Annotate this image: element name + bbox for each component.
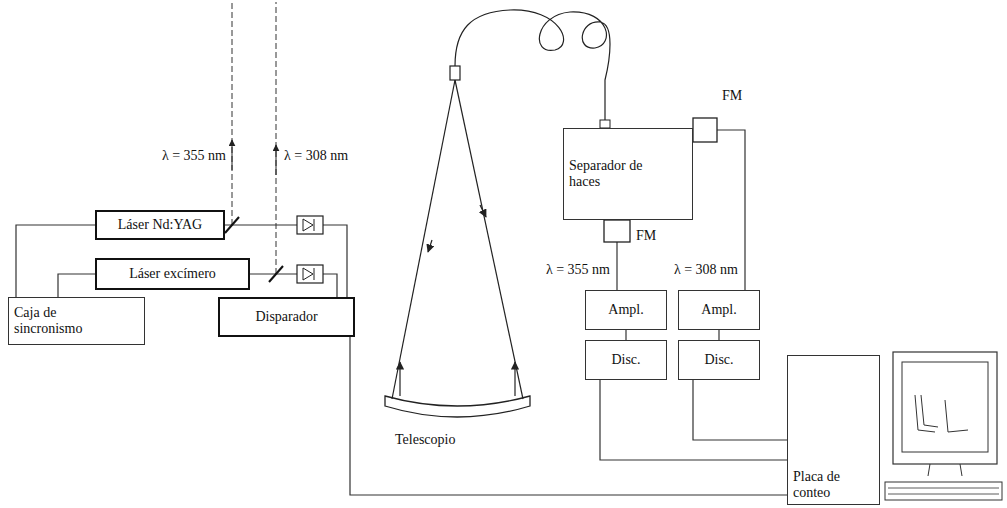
box-label: Disparador xyxy=(255,309,317,325)
counter-board-box: Placa de conteo xyxy=(787,355,880,505)
box-label: Disc. xyxy=(704,352,733,368)
beam-splitter xyxy=(269,266,283,282)
laser-beam xyxy=(232,2,233,225)
telescope-label: Telescopio xyxy=(395,432,455,447)
wavelength-label: λ = 355 nm xyxy=(544,262,612,277)
signal-line xyxy=(600,380,787,460)
amplifier-box: Ampl. xyxy=(678,290,760,330)
beam-arrow xyxy=(276,145,277,175)
telescope xyxy=(385,66,530,417)
signal-line xyxy=(693,380,787,440)
box-label: Caja de sincronismo xyxy=(14,305,104,337)
photomultiplier-label: FM xyxy=(636,228,656,243)
signal-line xyxy=(625,330,626,340)
box-label: Ampl. xyxy=(608,302,643,318)
optical-fiber xyxy=(455,10,610,128)
box-label: Separador de haces xyxy=(569,158,654,190)
beam-arrow xyxy=(232,140,233,170)
box-label: Placa de conteo xyxy=(793,469,841,501)
signal-line xyxy=(16,225,95,297)
sync-box: Caja de sincronismo xyxy=(8,297,145,345)
box-label: Láser Nd:YAG xyxy=(118,217,202,233)
computer-monitor xyxy=(893,352,997,476)
keyboard xyxy=(885,482,1002,500)
box-label: Láser excímero xyxy=(129,266,216,282)
signal-line xyxy=(250,274,337,297)
box-label: Disc. xyxy=(611,352,640,368)
trigger-box: Disparador xyxy=(218,297,355,337)
amplifier-box: Ampl. xyxy=(585,290,667,330)
box-label: Ampl. xyxy=(701,302,736,318)
signal-line xyxy=(718,330,719,340)
discriminator-box: Disc. xyxy=(678,340,760,380)
beam-splitter-box: Separador de haces xyxy=(563,128,693,220)
signal-line xyxy=(58,274,95,297)
photomultiplier xyxy=(693,118,717,142)
laser-box: Láser excímero xyxy=(95,258,250,290)
beam-splitter xyxy=(225,217,239,233)
photodiode xyxy=(297,216,323,234)
discriminator-box: Disc. xyxy=(585,340,667,380)
laser-beam xyxy=(276,2,277,274)
signal-line xyxy=(350,337,787,495)
photomultiplier-label: FM xyxy=(722,88,742,103)
wavelength-label: λ = 308 nm xyxy=(284,148,348,163)
photodiode xyxy=(297,265,323,283)
wavelength-label: λ = 355 nm xyxy=(162,148,226,163)
fiber-connector xyxy=(600,120,610,128)
wavelength-label: λ = 308 nm xyxy=(672,262,740,277)
photomultiplier xyxy=(604,220,630,242)
laser-box: Láser Nd:YAG xyxy=(95,210,225,240)
